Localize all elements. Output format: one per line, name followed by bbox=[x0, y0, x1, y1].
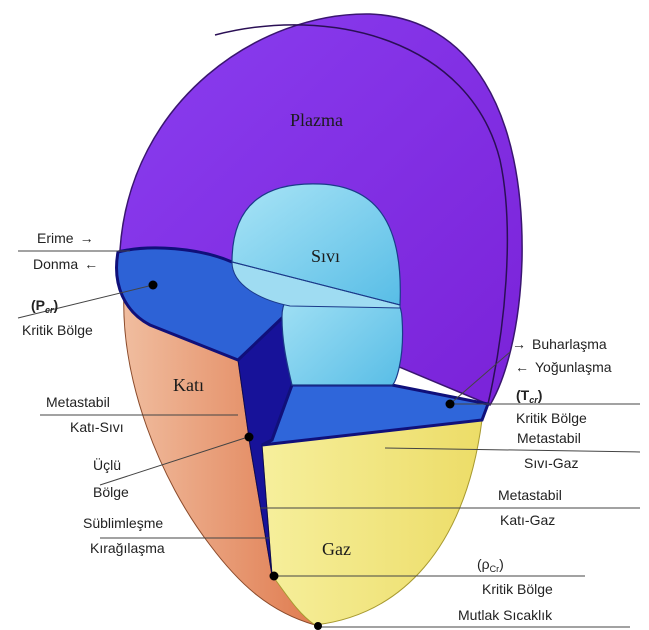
absolute-zero-point bbox=[314, 622, 322, 630]
rho-critical-symbol: (ρCr) bbox=[477, 556, 504, 574]
triple-line2: Bölge bbox=[93, 484, 129, 500]
absolute-temperature-label: Mutlak Sıcaklık bbox=[458, 607, 553, 623]
p-critical-point bbox=[149, 281, 158, 290]
t-critical-symbol: (Tcr) bbox=[516, 387, 542, 405]
sublimation-label: Süblimleşme bbox=[83, 515, 163, 531]
metastable-solid-gas-line2: Katı-Gaz bbox=[500, 512, 555, 528]
liquid-label: Sıvı bbox=[311, 246, 340, 266]
melting-label: Erime→ bbox=[37, 230, 94, 246]
gas-label: Gaz bbox=[322, 539, 351, 559]
metastable-solid-liquid-line1: Metastabil bbox=[46, 394, 110, 410]
condensation-label: ←Yoğunlaşma bbox=[515, 359, 612, 375]
metastable-liquid-gas-line1: Metastabil bbox=[517, 430, 581, 446]
t-critical-point bbox=[446, 400, 455, 409]
freezing-label: Donma← bbox=[33, 256, 98, 272]
triple-line1: Üçlü bbox=[93, 456, 121, 473]
solid-label: Katı bbox=[173, 375, 204, 395]
metastable-solid-gas-line1: Metastabil bbox=[498, 487, 562, 503]
triple-point bbox=[245, 433, 254, 442]
p-critical-text: Kritik Bölge bbox=[22, 322, 93, 338]
deposition-label: Kırağılaşma bbox=[90, 540, 165, 556]
plasma-label: Plazma bbox=[290, 110, 343, 130]
metastable-solid-liquid-line2: Katı-Sıvı bbox=[70, 419, 124, 435]
rho-critical-text: Kritik Bölge bbox=[482, 581, 553, 597]
p-critical-symbol: (Pcr) bbox=[31, 297, 58, 315]
vaporization-label: →Buharlaşma bbox=[512, 336, 607, 352]
rho-critical-point bbox=[270, 572, 279, 581]
t-critical-text: Kritik Bölge bbox=[516, 410, 587, 426]
metastable-liquid-gas-line2: Sıvı-Gaz bbox=[524, 455, 578, 471]
